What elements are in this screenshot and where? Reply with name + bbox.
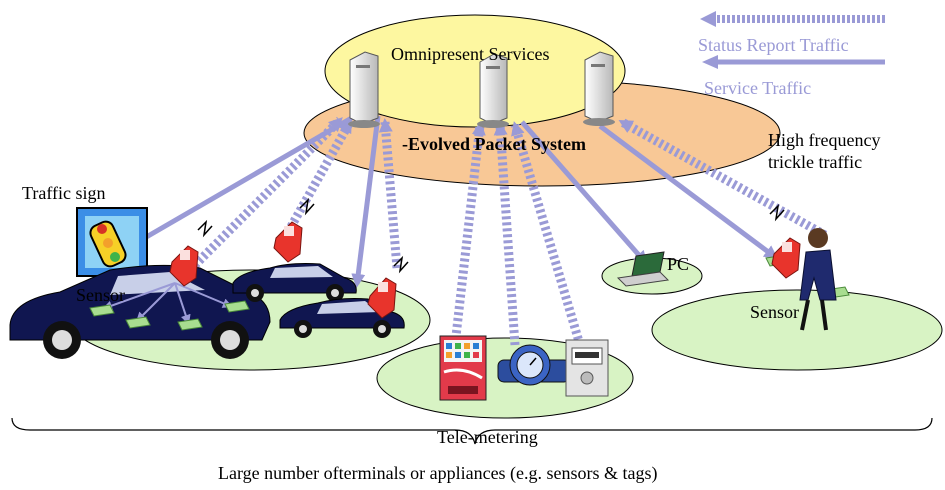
service-traffic-arrows	[132, 113, 779, 288]
sensor-label-right: Sensor	[750, 302, 799, 322]
high-frequency-label-line2: trickle traffic	[768, 152, 863, 172]
bottom-brace	[11, 417, 933, 445]
traffic-light-icon	[76, 207, 148, 277]
legend-status-arrow	[700, 11, 885, 27]
laptop-icon	[616, 251, 670, 287]
pc-label: PC	[667, 254, 690, 274]
mobile-phone-icon	[273, 197, 315, 263]
water-meter-icon	[497, 344, 571, 386]
server-icon	[583, 51, 615, 126]
person-area-ellipse	[651, 289, 943, 371]
evolved-packet-system-label: -Evolved Packet System	[402, 134, 586, 154]
omnipresent-services-label: Omnipresent Services	[391, 44, 550, 64]
tele-metering-label: Tele-metering	[437, 427, 538, 447]
service-traffic-label: Service Traffic	[704, 78, 812, 98]
mobile-phone-icon	[367, 255, 409, 319]
status-report-arrows	[191, 116, 828, 347]
car-icon	[232, 263, 357, 302]
mobile-phone-icon	[169, 219, 213, 287]
server-icon	[477, 53, 509, 128]
mobile-phone-icon	[769, 203, 801, 279]
legend-service-arrow	[702, 55, 885, 69]
sensor-link-lines	[102, 282, 233, 325]
car-icon	[9, 264, 271, 359]
status-report-traffic-label: Status Report Traffic	[698, 35, 849, 55]
high-frequency-label-line1: High frequency	[768, 130, 881, 150]
person-icon	[799, 228, 837, 331]
caption: Large number ofterminals or appliances (…	[218, 463, 658, 483]
gas-meter-icon	[565, 339, 609, 397]
sensor-label-left: Sensor	[76, 285, 125, 305]
server-icon	[348, 51, 380, 128]
vending-machine-icon	[439, 335, 487, 401]
traffic-sign-label: Traffic sign	[22, 183, 106, 203]
